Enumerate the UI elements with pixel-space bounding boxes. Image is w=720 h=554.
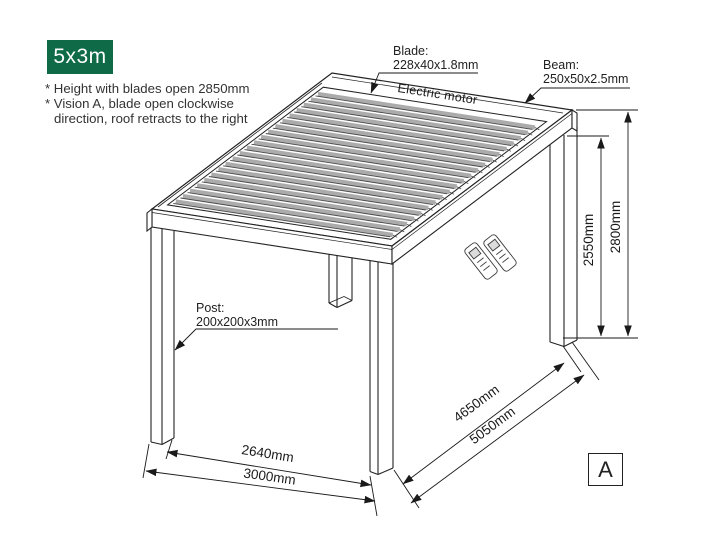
size-badge: 5x3m [47, 40, 113, 74]
remote-control-2 [483, 234, 517, 272]
post-front-left [150, 227, 175, 446]
note-vision: * Vision A, blade open clockwise [45, 96, 234, 111]
beam-callout-title: Beam: [543, 58, 580, 72]
blade-callout-title: Blade: [393, 44, 429, 58]
post-callout-spec: 200x200x3mm [196, 315, 278, 329]
leader-blade [370, 72, 478, 94]
notes: * Height with blades open 2850mm * Visio… [45, 81, 250, 126]
posts [150, 127, 578, 476]
roof-beams [146, 108, 578, 266]
leader-post [174, 328, 338, 351]
dim-line-5050 [410, 374, 585, 504]
dim-line-3000 [145, 468, 376, 504]
beam-callout-spec: 250x50x2.5mm [543, 72, 629, 86]
note-height: * Height with blades open 2850mm [45, 81, 250, 96]
view-marker-letter: A [598, 456, 613, 482]
note-vision-cont: direction, roof retracts to the right [54, 111, 248, 126]
dim-2550: 2550mm [581, 214, 596, 267]
post-right [549, 127, 578, 348]
dim-3000: 3000mm [243, 465, 297, 487]
blade-callout: Blade: 228x40x1.8mm [393, 44, 478, 72]
remote-control-1 [464, 242, 498, 280]
dim-2640: 2640mm [241, 442, 295, 465]
size-badge-label: 5x3m [53, 45, 107, 68]
post-callout-title: Post: [196, 301, 225, 315]
roof-blades [173, 91, 540, 238]
dimension-lines [142, 72, 638, 517]
dim-2800: 2800mm [608, 201, 623, 254]
beam-callout: Beam: 250x50x2.5mm [543, 58, 628, 86]
post-front-center [369, 260, 394, 476]
post-back-stub [328, 254, 353, 308]
leader-beam [524, 87, 630, 104]
blade-callout-spec: 228x40x1.8mm [393, 58, 479, 72]
remote-controls [464, 234, 517, 280]
post-callout: Post: 200x200x3mm [196, 301, 278, 329]
view-marker-box: A [588, 453, 623, 486]
